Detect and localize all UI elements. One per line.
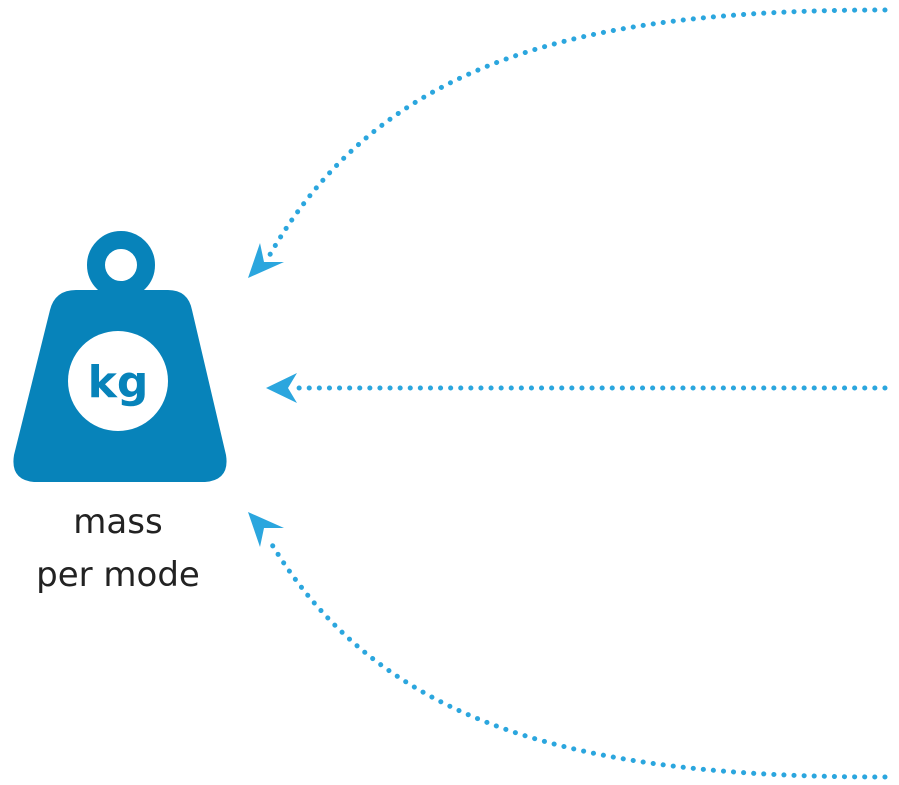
arrow-middle: [266, 373, 888, 403]
weight-caption-line1: mass: [73, 502, 163, 542]
weight-label-disc: [68, 331, 168, 431]
arrow-top-head: [248, 243, 284, 278]
weight-caption: mass per mode: [0, 496, 236, 602]
weight-ring-icon: [87, 231, 155, 299]
weight-icon: kg: [13, 231, 227, 482]
arrow-top-line: [265, 7, 888, 261]
arrow-top: [248, 7, 888, 278]
weight-caption-line2: per mode: [36, 555, 200, 595]
arrow-bottom: [248, 512, 888, 780]
arrow-bottom-head: [248, 512, 284, 547]
arrow-middle-head: [266, 373, 297, 403]
arrow-bottom-line: [265, 535, 888, 780]
weight-unit-label: kg: [88, 357, 149, 408]
